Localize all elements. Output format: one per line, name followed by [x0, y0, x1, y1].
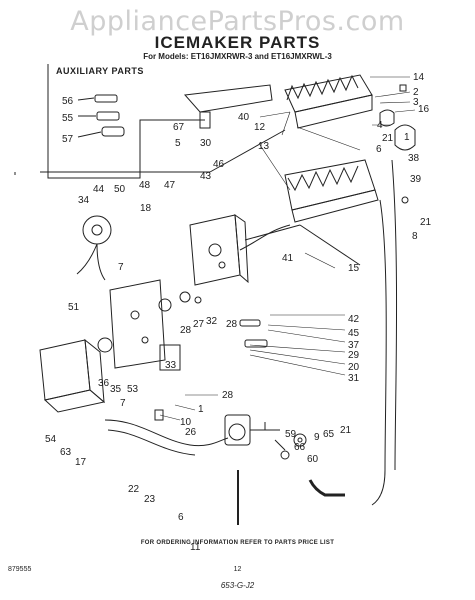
- ice-mold-assembly: [284, 74, 379, 223]
- bracket: [183, 84, 273, 113]
- callout-41: 41: [282, 253, 294, 264]
- callout-8: 8: [412, 231, 418, 242]
- callout-38: 38: [408, 153, 420, 164]
- callout-55: 55: [62, 113, 74, 124]
- callout-26: 26: [185, 427, 197, 438]
- callout-50: 50: [114, 184, 126, 195]
- water-line: [371, 199, 387, 506]
- callout-28: 28: [226, 319, 238, 330]
- front-cover: [39, 338, 106, 413]
- callout-1: 1: [198, 404, 204, 415]
- ordering-note: FOR ORDERING INFORMATION REFER TO PARTS …: [140, 540, 335, 546]
- callout-21: 21: [420, 217, 432, 228]
- diagram-title: ICEMAKER PARTS: [154, 33, 321, 52]
- callout-31: 31: [348, 373, 360, 384]
- callout-21: 21: [340, 425, 352, 436]
- callout-42: 42: [348, 314, 360, 325]
- model-list: For Models: ET16JMXRWR-3 and ET16JMXRWL-…: [143, 52, 332, 61]
- callout-28: 28: [180, 325, 192, 336]
- callout-10: 10: [180, 417, 192, 428]
- aux-parts-drawing: [77, 94, 125, 138]
- callout-18: 18: [140, 203, 152, 214]
- callout-34: 34: [78, 195, 90, 206]
- callout-23: 23: [144, 494, 156, 505]
- callout-22: 22: [128, 484, 140, 495]
- callout-4: 4: [377, 120, 383, 131]
- fill-cup: [394, 124, 416, 151]
- callout-43: 43: [200, 171, 212, 182]
- callout-59: 59: [285, 429, 297, 440]
- callout-36: 36: [98, 378, 110, 389]
- callout-15: 15: [348, 263, 360, 274]
- callout-20: 20: [348, 362, 360, 373]
- callout-46: 46: [213, 159, 225, 170]
- aux-box-border: [47, 64, 205, 179]
- callout-66: 66: [294, 442, 306, 453]
- callout-54: 54: [45, 434, 57, 445]
- callout-12: 12: [254, 122, 266, 133]
- callout-65: 65: [323, 429, 335, 440]
- control-housing: [189, 213, 249, 286]
- callout-6: 6: [178, 512, 184, 523]
- callout-27: 27: [193, 319, 205, 330]
- bottom-note: 653-G-J2: [220, 581, 255, 590]
- callout-33: 33: [165, 360, 177, 371]
- callout-7: 7: [118, 262, 124, 273]
- callout-17: 17: [75, 457, 87, 468]
- document-code: 879555: [8, 566, 32, 573]
- callout-60: 60: [307, 454, 319, 465]
- watermark: AppliancePartsPros.com: [70, 6, 405, 37]
- callout-16: 16: [418, 104, 430, 115]
- callout-63: 63: [60, 447, 72, 458]
- water-valve: [224, 414, 286, 451]
- callout-5: 5: [175, 138, 181, 149]
- callout-14: 14: [413, 72, 425, 83]
- callout-53: 53: [127, 384, 139, 395]
- callout-11: 11: [190, 542, 201, 553]
- callout-32: 32: [206, 316, 218, 327]
- callout-7: 7: [120, 398, 126, 409]
- callout-37: 37: [348, 340, 360, 351]
- callout-3: 3: [413, 97, 419, 108]
- callout-51: 51: [68, 302, 80, 313]
- callout-6: 6: [376, 144, 382, 155]
- callout-40: 40: [238, 112, 250, 123]
- callout-2: 2: [413, 87, 419, 98]
- wire-harness: [104, 419, 229, 447]
- mounting-plate: [109, 279, 166, 369]
- auxiliary-parts-heading: AUXILIARY PARTS: [56, 66, 144, 76]
- callout-47: 47: [164, 180, 176, 191]
- callout-21: 21: [382, 133, 394, 144]
- callout-30: 30: [200, 138, 212, 149]
- callout-56: 56: [62, 96, 74, 107]
- callout-48: 48: [139, 180, 151, 191]
- callout-1: 1: [404, 132, 410, 143]
- callout-39: 39: [410, 174, 422, 185]
- motor: [82, 215, 112, 245]
- callout-35: 35: [110, 384, 122, 395]
- page-number: 12: [233, 566, 242, 573]
- callout-29: 29: [348, 350, 360, 361]
- callout-28: 28: [222, 390, 234, 401]
- callout-44: 44: [93, 184, 105, 195]
- callout-45: 45: [348, 328, 360, 339]
- callout-57: 57: [62, 134, 74, 145]
- callout-9: 9: [314, 432, 320, 443]
- callout-67: 67: [173, 122, 185, 133]
- callout-13: 13: [258, 141, 270, 152]
